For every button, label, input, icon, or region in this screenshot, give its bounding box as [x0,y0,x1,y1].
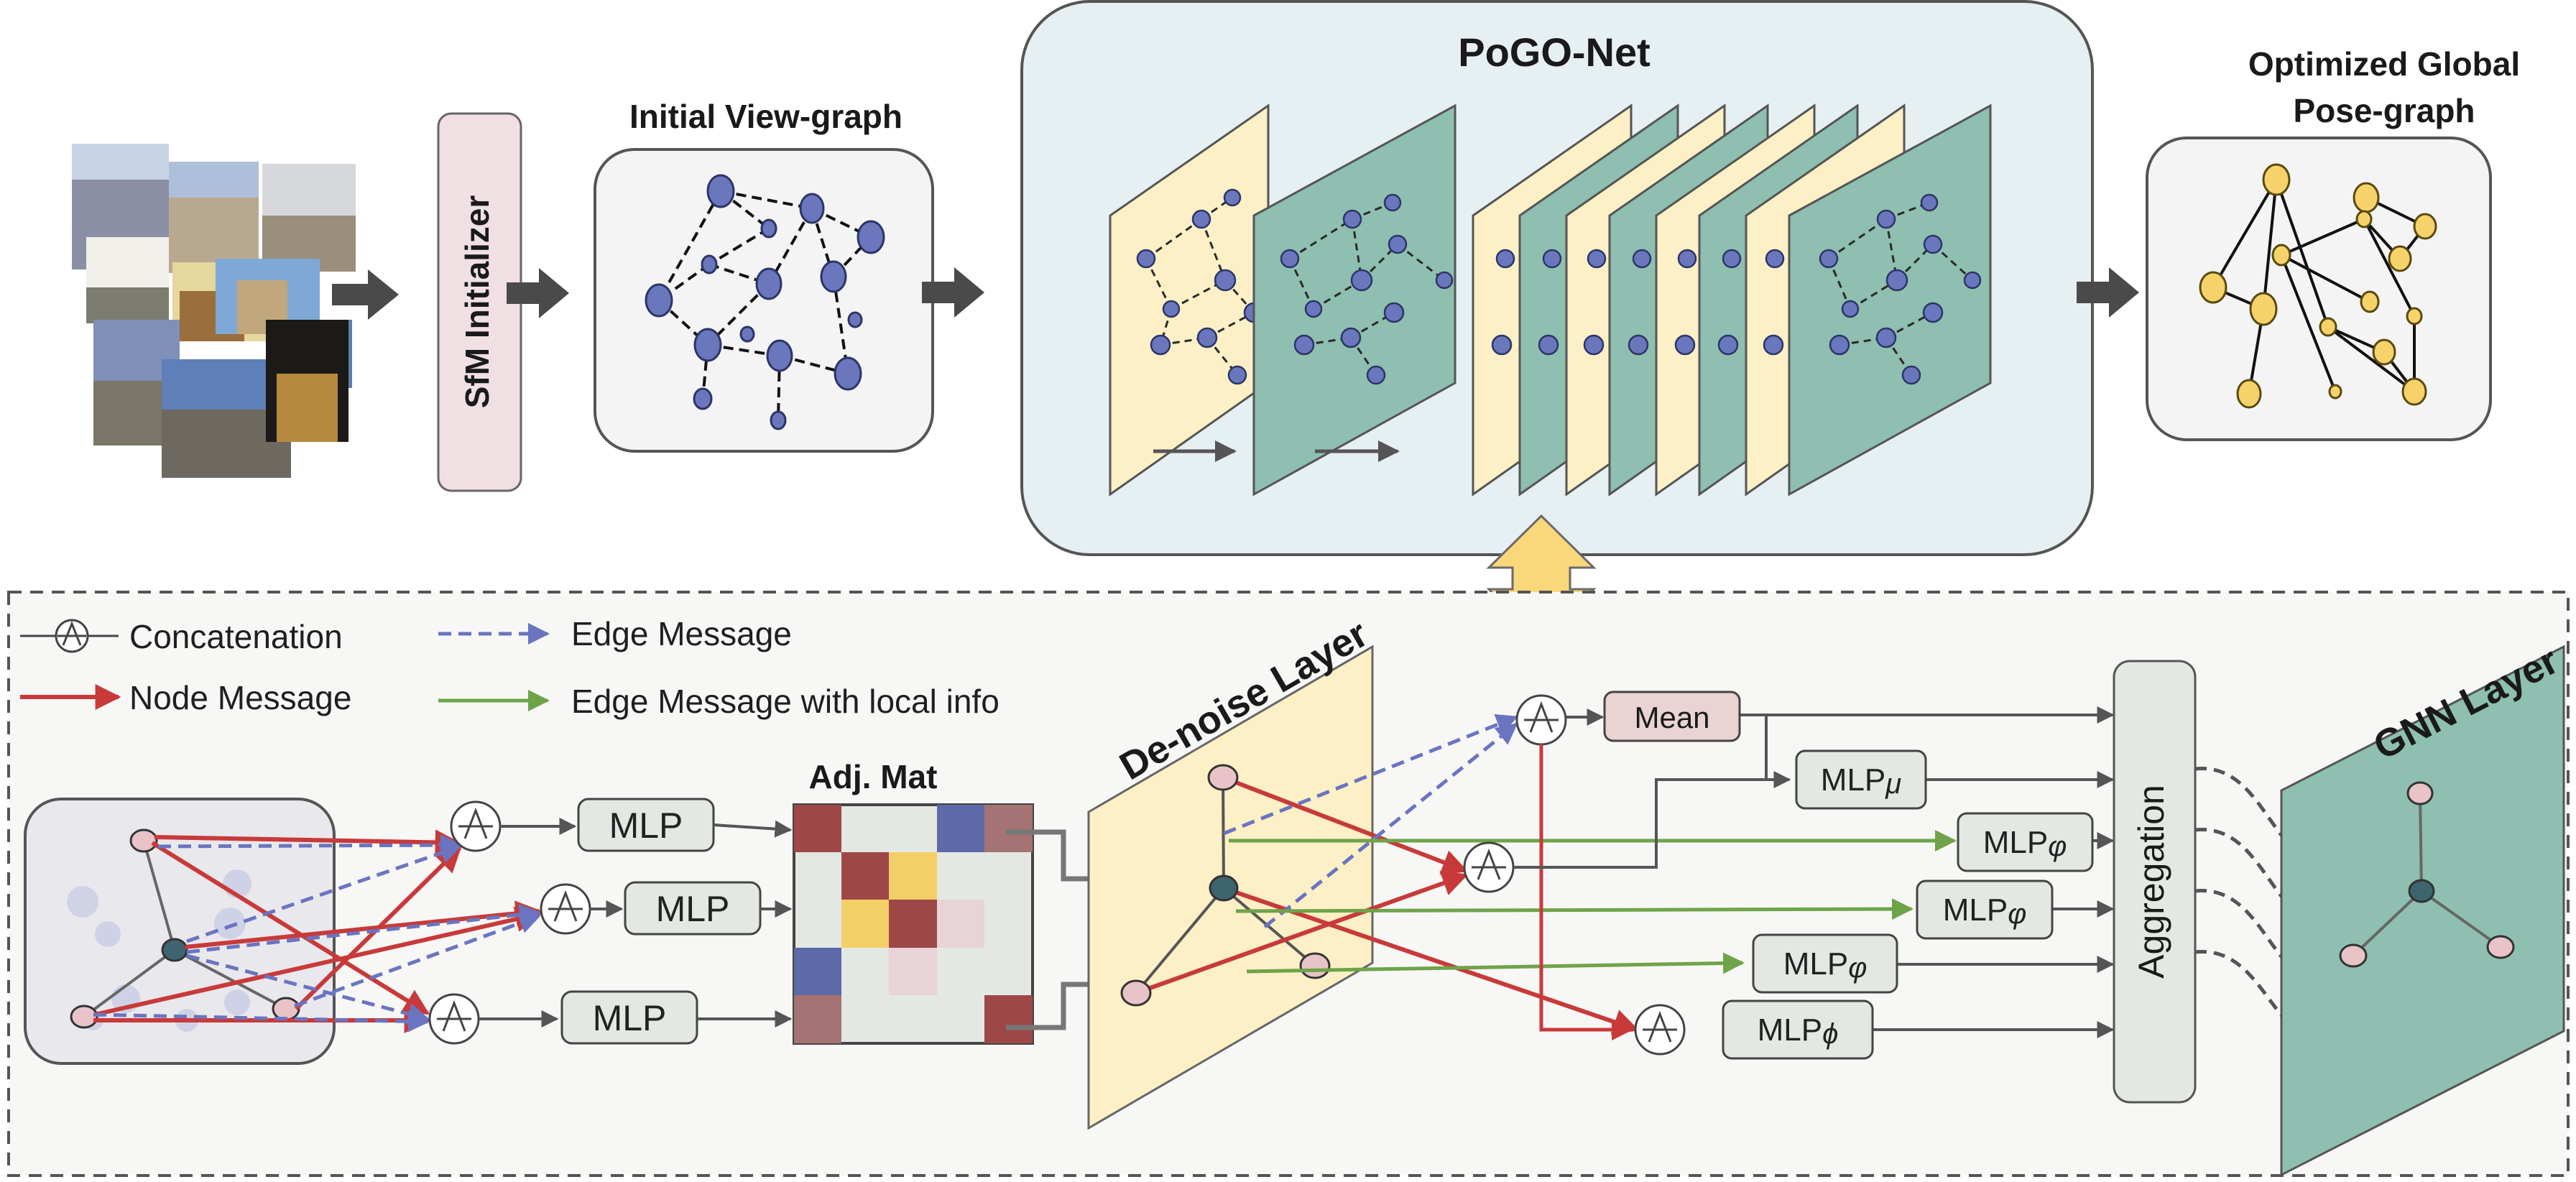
local-graph-nodes [70,828,300,1029]
gnn-layer-plane [2280,645,2565,1177]
concat-node-top [1515,694,1567,746]
flow-arrow-2 [507,268,569,318]
legend-edge-local-label: Edge Message with local info [571,683,1000,720]
local-graph-edges [83,840,287,1018]
flow-arrow-4 [2077,267,2139,318]
mlp-phi-box-3 [1752,933,1898,994]
denoise-edge-messages [1223,714,1518,928]
pogo-layer-stack [1472,103,1992,497]
flow-arrow-1 [332,269,399,320]
concat-node-2 [540,883,591,935]
mlp-mu-label: MLPμ [1821,762,1901,800]
local-node-messages [93,829,542,1033]
mean-label: Mean [1634,701,1709,734]
mlp-label-2: MLP [656,889,730,929]
mlp-label-3: MLP [593,998,667,1038]
denoise-graph-edges [1135,777,1316,994]
edge-local-arrows [1229,830,1957,974]
mlp-phi-label-3: MLPφ [1783,946,1868,984]
mlp-mu-box [1795,749,1927,810]
mlp-phi-box-1 [1957,812,2094,872]
gnn-graph-nodes [2339,781,2515,968]
local-edge-messages [93,834,541,1033]
adj-mat-title: Adj. Mat [809,758,938,795]
legend-node-msg-label: Node Message [129,679,351,716]
mlp-phi-label-2: MLPφ [1943,892,2027,930]
mlp-phi-label-1: MLPφ [1983,825,2067,862]
optimized-graph-title-line1: Optimized Global [2248,45,2520,83]
right-connectors [1513,706,2115,1040]
optimized-graph-box [2146,137,2492,441]
plane-2-nodes [1280,193,1454,385]
initial-view-graph-nodes [645,174,885,430]
optimized-graph-nodes [2199,163,2437,409]
mlp-phi-label-4: MLPϕ [1758,1012,1839,1050]
pogo-layer-plane-2 [1252,103,1456,497]
legend-edge-msg-label: Edge Message [571,615,792,652]
gnn-graph-edges [2352,793,2502,957]
optimized-graph-title-line2: Pose-graph [2293,92,2475,129]
concat-node-bottom [1634,1004,1686,1056]
concat-node-1 [450,800,502,852]
mlp-label-1: MLP [609,805,683,846]
aggregation-box [2113,660,2197,1104]
legend-concat-label: Concatenation [129,618,343,655]
initial-view-graph-title: Initial View-graph [629,98,902,135]
mean-box [1603,691,1741,742]
legend: Concatenation Node Message Edge Message … [20,615,1000,720]
last-plane-nodes [1819,193,1982,385]
input-image-collage [72,144,356,478]
pogo-net-title: PoGO-Net [1458,29,1651,75]
sfm-initializer-label: SfM Initializer [458,195,496,409]
concat-node-3 [428,993,480,1045]
flow-arrow-3 [922,267,984,318]
stack-peek-nodes [1491,249,1785,356]
adjacency-matrix [793,803,1034,1045]
aggregation-label: Aggregation [2131,785,2171,979]
mlp-phi-box-2 [1916,879,2054,940]
concat-node-mid [1463,841,1515,893]
mlp-phi-box-4 [1722,999,1874,1060]
